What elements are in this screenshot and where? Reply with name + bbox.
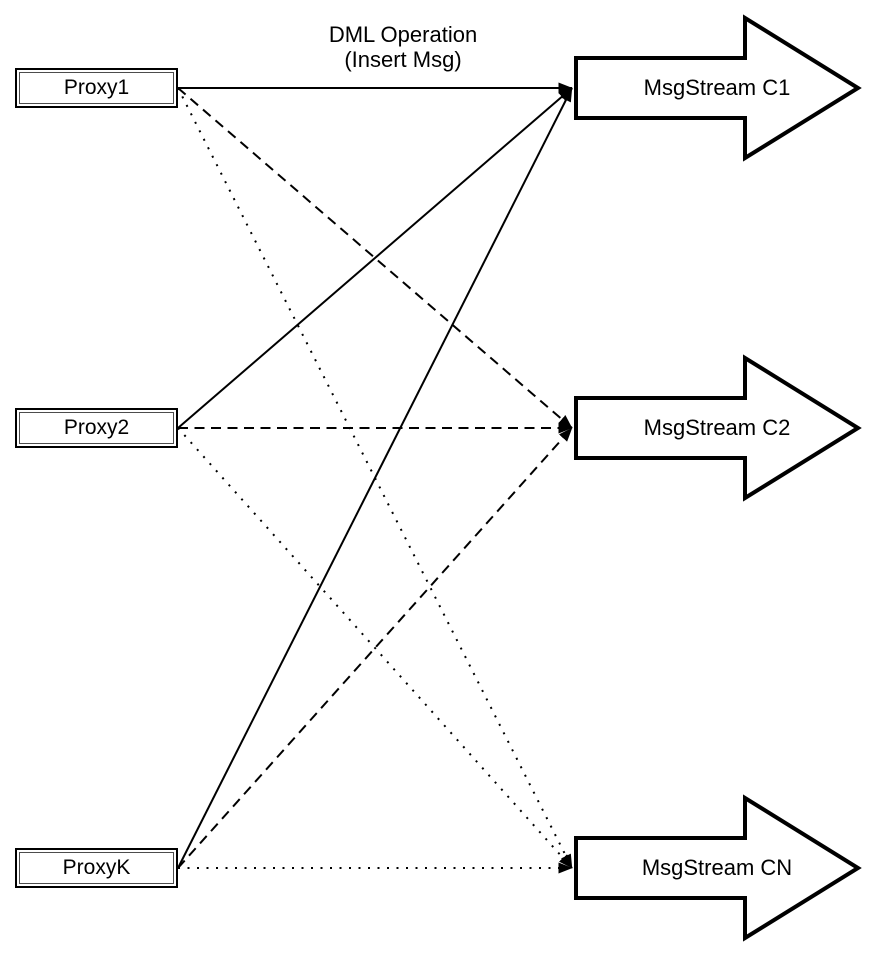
msgstream-c2-arrow-shape (574, 354, 862, 502)
connector-proxy2-cn-dotted (177, 427, 573, 869)
connector-label-line1: DML Operation (328, 22, 478, 47)
connector-proxy1-c2-dashed (177, 87, 573, 429)
connector-label-line2: (Insert Msg) (344, 47, 462, 72)
node-proxy2: Proxy2 (15, 408, 178, 448)
connector-group (177, 82, 573, 874)
connector-label-dml-operation: DML Operation (Insert Msg) (278, 22, 528, 72)
node-proxy2-label: Proxy2 (63, 416, 130, 439)
connector-proxyK-c1-solid (177, 87, 573, 869)
node-proxy1-label: Proxy1 (63, 76, 130, 99)
node-proxyK-label: ProxyK (62, 856, 131, 879)
msgstream-cn-arrow-shape (574, 794, 862, 942)
msgstream-c1-arrow-shape (574, 14, 862, 162)
node-proxy1: Proxy1 (15, 68, 178, 108)
connector-proxy2-c1-solid (177, 87, 573, 429)
node-proxyK: ProxyK (15, 848, 178, 888)
